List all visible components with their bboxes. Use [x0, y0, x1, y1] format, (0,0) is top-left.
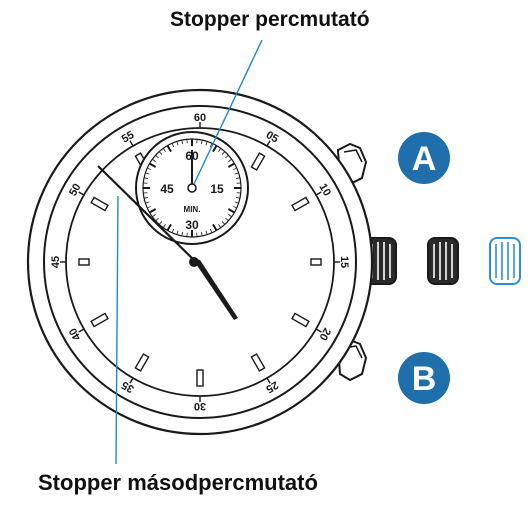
badge-a-text: A — [412, 140, 437, 178]
subdial-label-45: 45 — [160, 182, 174, 196]
crown-position-1 — [428, 238, 458, 284]
hour-marker — [197, 370, 203, 386]
subdial-label-15: 15 — [210, 182, 224, 196]
label-second-counter: Stopper másodpercmutató — [38, 470, 318, 496]
hour-marker — [79, 259, 89, 265]
badge-b-text: B — [412, 360, 437, 398]
subdial-pivot — [188, 184, 196, 192]
subdial-label-30: 30 — [185, 218, 199, 232]
crown-position-2-blue — [490, 238, 520, 284]
badge-a: A — [398, 132, 450, 184]
badge-b: B — [398, 352, 450, 404]
hour-marker — [311, 259, 321, 265]
subdial-unit: MIN. — [184, 205, 201, 214]
label-minute-counter: Stopper percmutató — [170, 8, 370, 32]
minute-subdial: 60 15 30 45 MIN. — [136, 132, 248, 244]
